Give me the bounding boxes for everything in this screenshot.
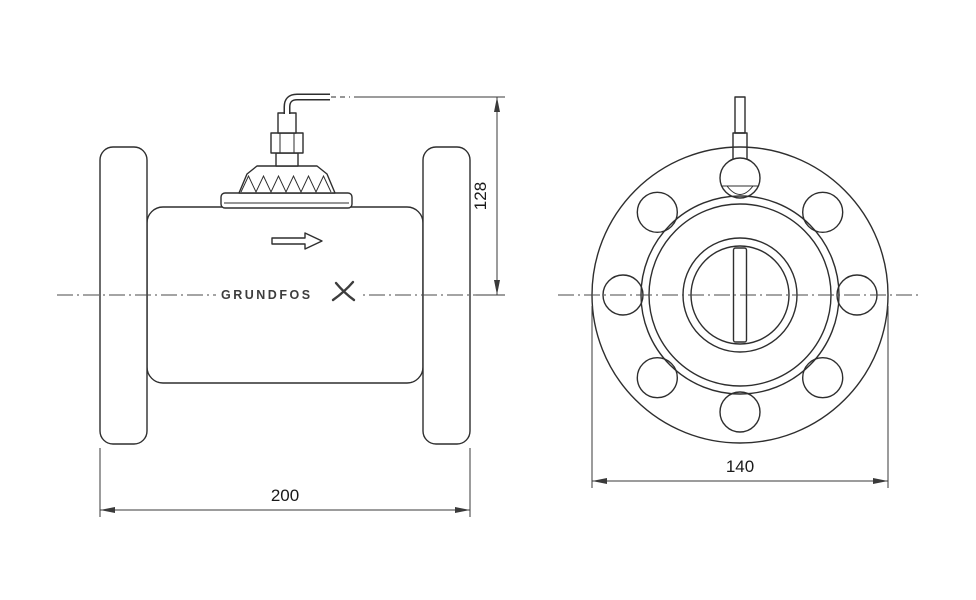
dimension-128-label: 128 [471, 182, 490, 210]
cable-gland [277, 112, 297, 134]
grundfos-logo-icon [331, 280, 356, 302]
dimension-128: 128 [354, 96, 505, 296]
dimension-200: 200 [99, 448, 471, 517]
sensor-cap [238, 165, 336, 194]
dimension-140-label: 140 [726, 457, 754, 476]
bolt-hole-top [719, 157, 761, 199]
flow-arrow-icon [271, 232, 323, 250]
dimension-140: 140 [591, 306, 889, 488]
side-view: GRUNDFOS 200 128 [57, 93, 505, 517]
left-flange [99, 146, 148, 445]
right-flange [422, 146, 471, 445]
bolt-hole-bottom-left [636, 357, 678, 399]
front-view: 140 [558, 96, 922, 488]
dimension-200-label: 200 [271, 486, 299, 505]
sensor-stem [270, 112, 304, 167]
sensor-nut [270, 132, 304, 154]
front-cable-gland [734, 96, 746, 134]
sensor-cap-ribs [240, 174, 332, 194]
sensor-cable [283, 93, 350, 114]
sensor-plate [220, 192, 353, 209]
front-sensor-neck [732, 132, 748, 160]
front-sensor [722, 96, 758, 195]
bolt-hole-bottom [719, 391, 761, 433]
brand-block: GRUNDFOS [216, 280, 360, 304]
bolt-hole-top-right [802, 191, 844, 234]
bolt-hole-top-left [636, 191, 678, 234]
bolt-hole-bottom-right [802, 357, 844, 399]
brand-label: GRUNDFOS [221, 288, 313, 302]
